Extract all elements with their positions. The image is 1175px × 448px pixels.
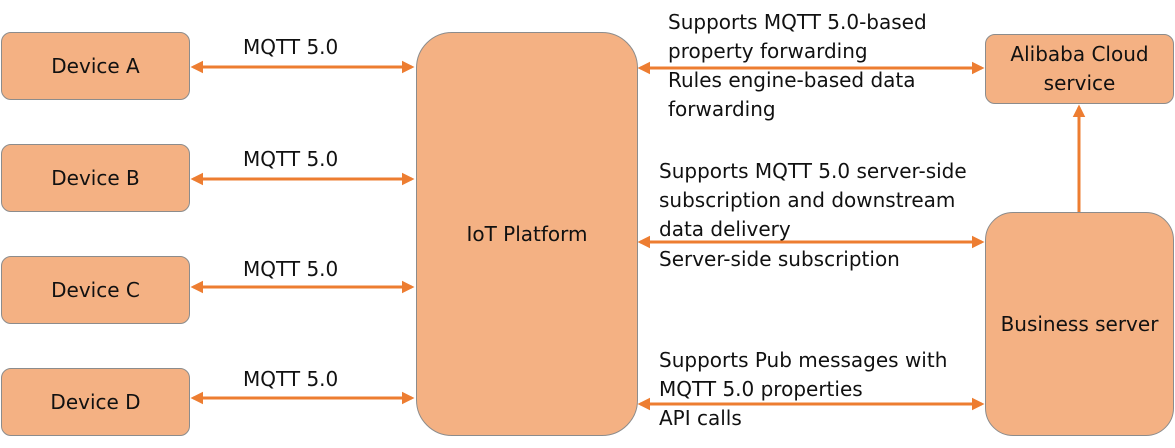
device-c-box: Device C xyxy=(1,256,190,324)
alibaba-cloud-label: Alibaba Cloud service xyxy=(1010,42,1149,95)
device-d-label: Device D xyxy=(50,390,141,414)
business-server-box: Business server xyxy=(985,212,1174,436)
subscription-link-line-2: subscription and downstream xyxy=(659,188,956,212)
device-c-link-label: MQTT 5.0 xyxy=(243,257,339,281)
subscription-link-line-3: data delivery xyxy=(659,217,791,241)
device-a-link-label: MQTT 5.0 xyxy=(243,35,339,59)
device-b-label: Device B xyxy=(51,166,140,190)
cloud-link-line-1: Supports MQTT 5.0-based xyxy=(668,10,927,34)
alibaba-cloud-box: Alibaba Cloud service xyxy=(985,34,1174,104)
api-link-line-2: MQTT 5.0 properties xyxy=(659,377,863,401)
cloud-link-line-4: forwarding xyxy=(668,97,776,121)
cloud-link-line-2: property forwarding xyxy=(668,39,868,63)
subscription-link-line-1: Supports MQTT 5.0 server-side xyxy=(659,159,967,183)
device-b-link-label: MQTT 5.0 xyxy=(243,147,339,171)
api-link-line-1: Supports Pub messages with xyxy=(659,348,948,372)
device-c-label: Device C xyxy=(51,278,140,302)
iot-platform-box: IoT Platform xyxy=(416,32,638,436)
cloud-link-line-3: Rules engine-based data xyxy=(668,68,916,92)
device-d-box: Device D xyxy=(1,368,190,436)
device-d-link-label: MQTT 5.0 xyxy=(243,367,339,391)
iot-platform-label: IoT Platform xyxy=(466,222,588,246)
business-server-label: Business server xyxy=(1000,312,1159,336)
device-b-box: Device B xyxy=(1,144,190,212)
device-a-label: Device A xyxy=(51,54,140,78)
subscription-link-line-4: Server-side subscription xyxy=(659,247,900,271)
api-link-line-3: API calls xyxy=(659,406,742,430)
device-a-box: Device A xyxy=(1,32,190,100)
